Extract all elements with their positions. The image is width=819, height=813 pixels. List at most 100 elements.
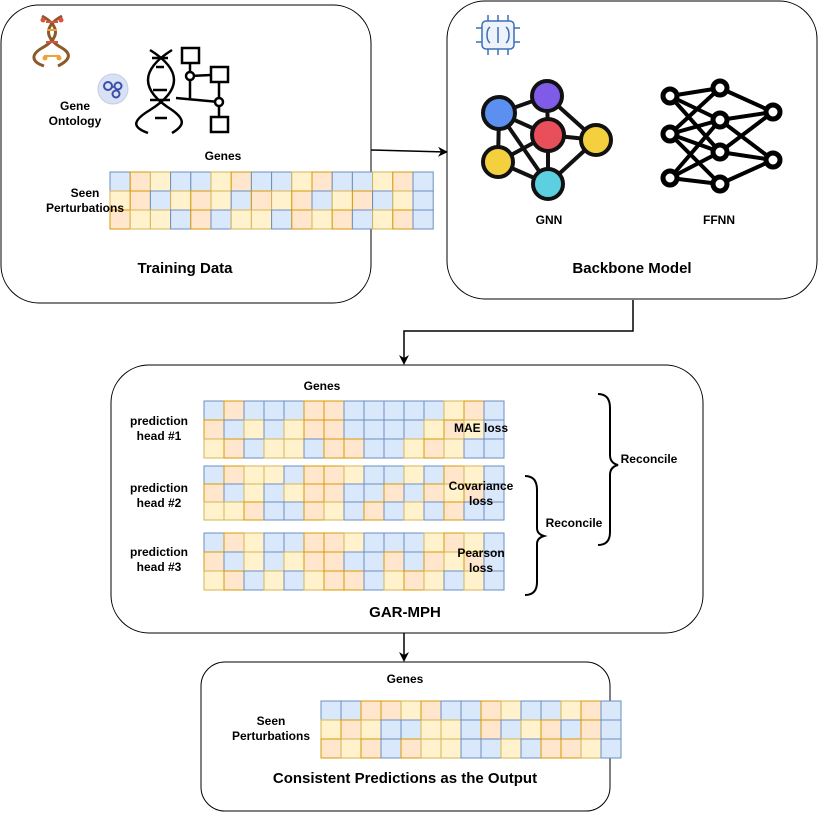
matrix-cell bbox=[600, 738, 622, 759]
matrix-cell bbox=[320, 700, 342, 721]
matrix-cell bbox=[463, 400, 485, 421]
matrix-cell bbox=[291, 209, 313, 230]
matrix-cell bbox=[311, 171, 333, 192]
matrix-cell bbox=[263, 465, 285, 485]
matrix-cell bbox=[440, 738, 462, 759]
matrix-cell bbox=[460, 700, 482, 721]
matrix-cell bbox=[129, 209, 151, 230]
matrix-cell bbox=[243, 483, 265, 503]
matrix-cell bbox=[129, 171, 151, 192]
matrix-cell bbox=[363, 483, 385, 503]
matrix-cell bbox=[340, 738, 362, 759]
matrix-cell bbox=[380, 700, 402, 721]
matrix-cell bbox=[420, 700, 442, 721]
matrix-cell bbox=[230, 171, 252, 192]
matrix-cell bbox=[363, 465, 385, 485]
matrix-cell bbox=[420, 738, 442, 759]
gnn-node-cyan bbox=[531, 167, 565, 201]
matrix-cell bbox=[210, 209, 232, 230]
matrix-cell bbox=[483, 438, 505, 459]
matrix-cell bbox=[380, 738, 402, 759]
matrix-cell bbox=[203, 501, 225, 521]
matrix-cell bbox=[363, 501, 385, 521]
matrix-cell bbox=[320, 719, 342, 740]
matrix-cell bbox=[440, 700, 462, 721]
matrix-cell bbox=[540, 700, 562, 721]
matrix-cell bbox=[392, 171, 414, 192]
matrix-cell bbox=[170, 190, 192, 211]
ffnn-label: FFNN bbox=[703, 213, 735, 227]
matrix-cell bbox=[520, 738, 542, 759]
matrix-cell bbox=[283, 551, 305, 572]
matrix-cell bbox=[203, 438, 225, 459]
matrix-cell bbox=[203, 400, 225, 421]
reconcile-inner-brace bbox=[524, 475, 548, 596]
matrix-cell bbox=[392, 209, 414, 230]
matrix-cell bbox=[383, 570, 405, 591]
prediction-head-3-matrix bbox=[203, 532, 505, 591]
matrix-cell bbox=[460, 719, 482, 740]
matrix-cell bbox=[600, 700, 622, 721]
matrix-cell bbox=[412, 190, 434, 211]
matrix-cell bbox=[363, 551, 385, 572]
matrix-cell bbox=[203, 483, 225, 503]
matrix-cell bbox=[540, 738, 562, 759]
matrix-cell bbox=[243, 501, 265, 521]
matrix-cell bbox=[203, 532, 225, 553]
matrix-cell bbox=[283, 483, 305, 503]
matrix-cell bbox=[303, 400, 325, 421]
dna-icon bbox=[32, 14, 70, 68]
matrix-cell bbox=[480, 700, 502, 721]
matrix-cell bbox=[351, 171, 374, 192]
matrix-cell bbox=[303, 419, 325, 440]
matrix-cell bbox=[323, 551, 345, 572]
matrix-cell bbox=[343, 570, 365, 591]
matrix-cell bbox=[343, 419, 365, 440]
matrix-cell bbox=[283, 532, 305, 553]
pearson-loss-label: Pearson loss bbox=[457, 546, 505, 575]
prediction-head-2-label: prediction head #2 bbox=[129, 481, 188, 510]
matrix-cell bbox=[343, 465, 365, 485]
matrix-cell bbox=[223, 551, 245, 572]
matrix-cell bbox=[423, 465, 445, 485]
gene-ontology-label: Gene Ontology bbox=[48, 99, 102, 128]
matrix-cell bbox=[303, 532, 325, 553]
matrix-cell bbox=[560, 719, 582, 740]
matrix-cell bbox=[372, 171, 394, 192]
matrix-cell bbox=[500, 700, 522, 721]
matrix-cell bbox=[363, 532, 385, 553]
matrix-cell bbox=[403, 570, 425, 591]
matrix-cell bbox=[170, 209, 192, 230]
matrix-cell bbox=[223, 532, 245, 553]
matrix-cell bbox=[323, 501, 345, 521]
matrix-cell bbox=[420, 719, 442, 740]
matrix-cell bbox=[283, 438, 305, 459]
matrix-cell bbox=[223, 483, 245, 503]
matrix-cell bbox=[303, 465, 325, 485]
matrix-cell bbox=[343, 532, 365, 553]
matrix-cell bbox=[383, 438, 405, 459]
matrix-cell bbox=[190, 190, 212, 211]
reconcile-inner-label: Reconcile bbox=[545, 516, 603, 530]
matrix-cell bbox=[203, 465, 225, 485]
matrix-cell bbox=[363, 419, 385, 440]
output-seen-perturbations-label: Seen Perturbations bbox=[231, 714, 310, 743]
matrix-cell bbox=[463, 438, 485, 459]
matrix-cell bbox=[323, 532, 345, 553]
matrix-cell bbox=[403, 532, 425, 553]
matrix-cell bbox=[271, 171, 293, 192]
matrix-cell bbox=[149, 209, 172, 230]
matrix-cell bbox=[403, 465, 425, 485]
matrix-cell bbox=[483, 570, 505, 591]
gnn-node-yellow-left bbox=[481, 145, 515, 179]
gnn-label: GNN bbox=[535, 213, 563, 227]
matrix-cell bbox=[311, 190, 333, 211]
arrow-backbone-to-garmph bbox=[399, 300, 634, 365]
matrix-cell bbox=[323, 400, 345, 421]
prediction-head-1-label: prediction head #1 bbox=[129, 414, 188, 443]
backbone-model-title: Backbone Model bbox=[572, 260, 692, 277]
matrix-cell bbox=[372, 209, 394, 230]
matrix-cell bbox=[291, 171, 313, 192]
matrix-cell bbox=[203, 419, 225, 440]
matrix-cell bbox=[223, 419, 245, 440]
